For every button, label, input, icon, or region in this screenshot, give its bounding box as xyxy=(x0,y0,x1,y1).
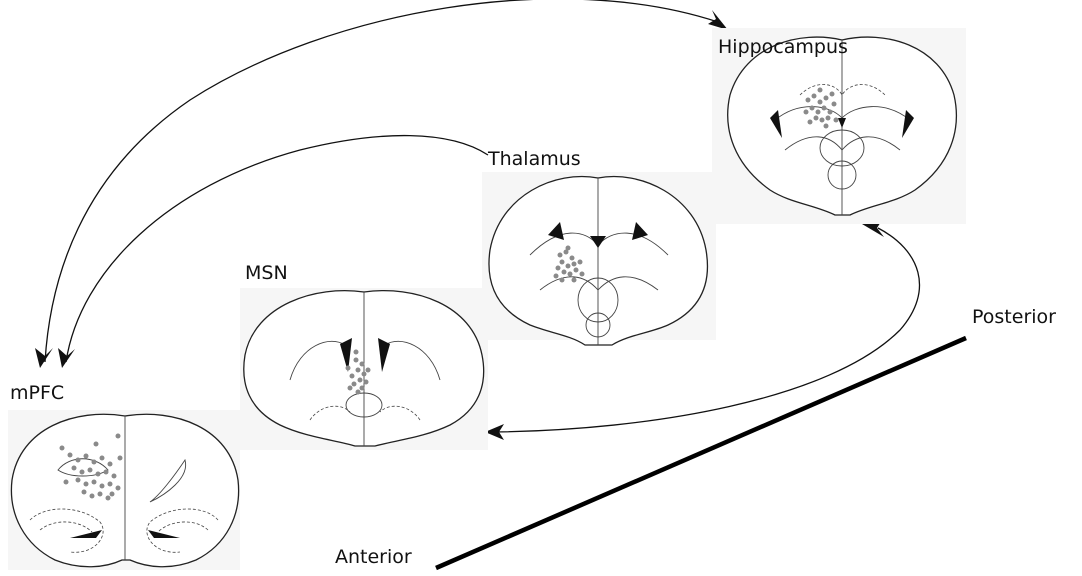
arrowhead-into-mpfc-1 xyxy=(35,348,53,368)
arrowhead-into-mpfc-2 xyxy=(58,348,75,368)
mpfc-section xyxy=(8,410,240,570)
label-msn: MSN xyxy=(245,264,288,283)
label-posterior: Posterior xyxy=(972,308,1056,327)
label-anterior: Anterior xyxy=(335,548,412,567)
label-hippocampus: Hippocampus xyxy=(718,38,848,57)
thalamus-section xyxy=(482,172,716,345)
msn-section xyxy=(240,288,488,450)
label-mpfc: mPFC xyxy=(10,384,64,403)
label-thalamus: Thalamus xyxy=(488,150,581,169)
anterior-posterior-axis xyxy=(436,338,966,568)
